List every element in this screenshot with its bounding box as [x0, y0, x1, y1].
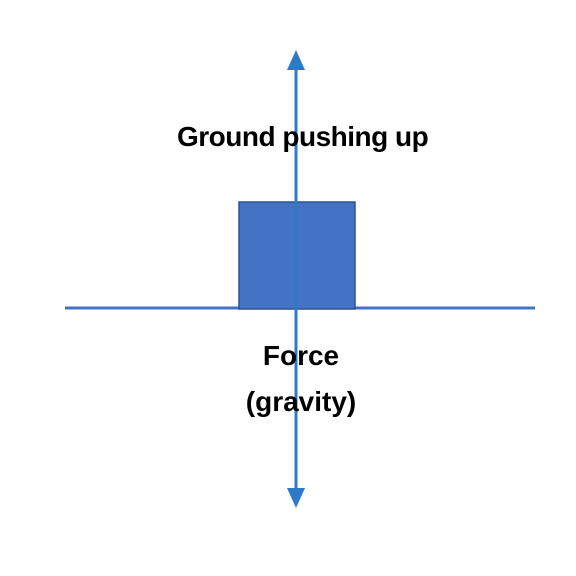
arrowhead-up-icon	[287, 50, 305, 70]
label-ground-pushing-up: Ground pushing up	[177, 121, 429, 152]
label-force: Force	[262, 340, 340, 371]
arrowhead-down-icon	[287, 488, 305, 508]
label-gravity: (gravity)	[245, 386, 357, 417]
